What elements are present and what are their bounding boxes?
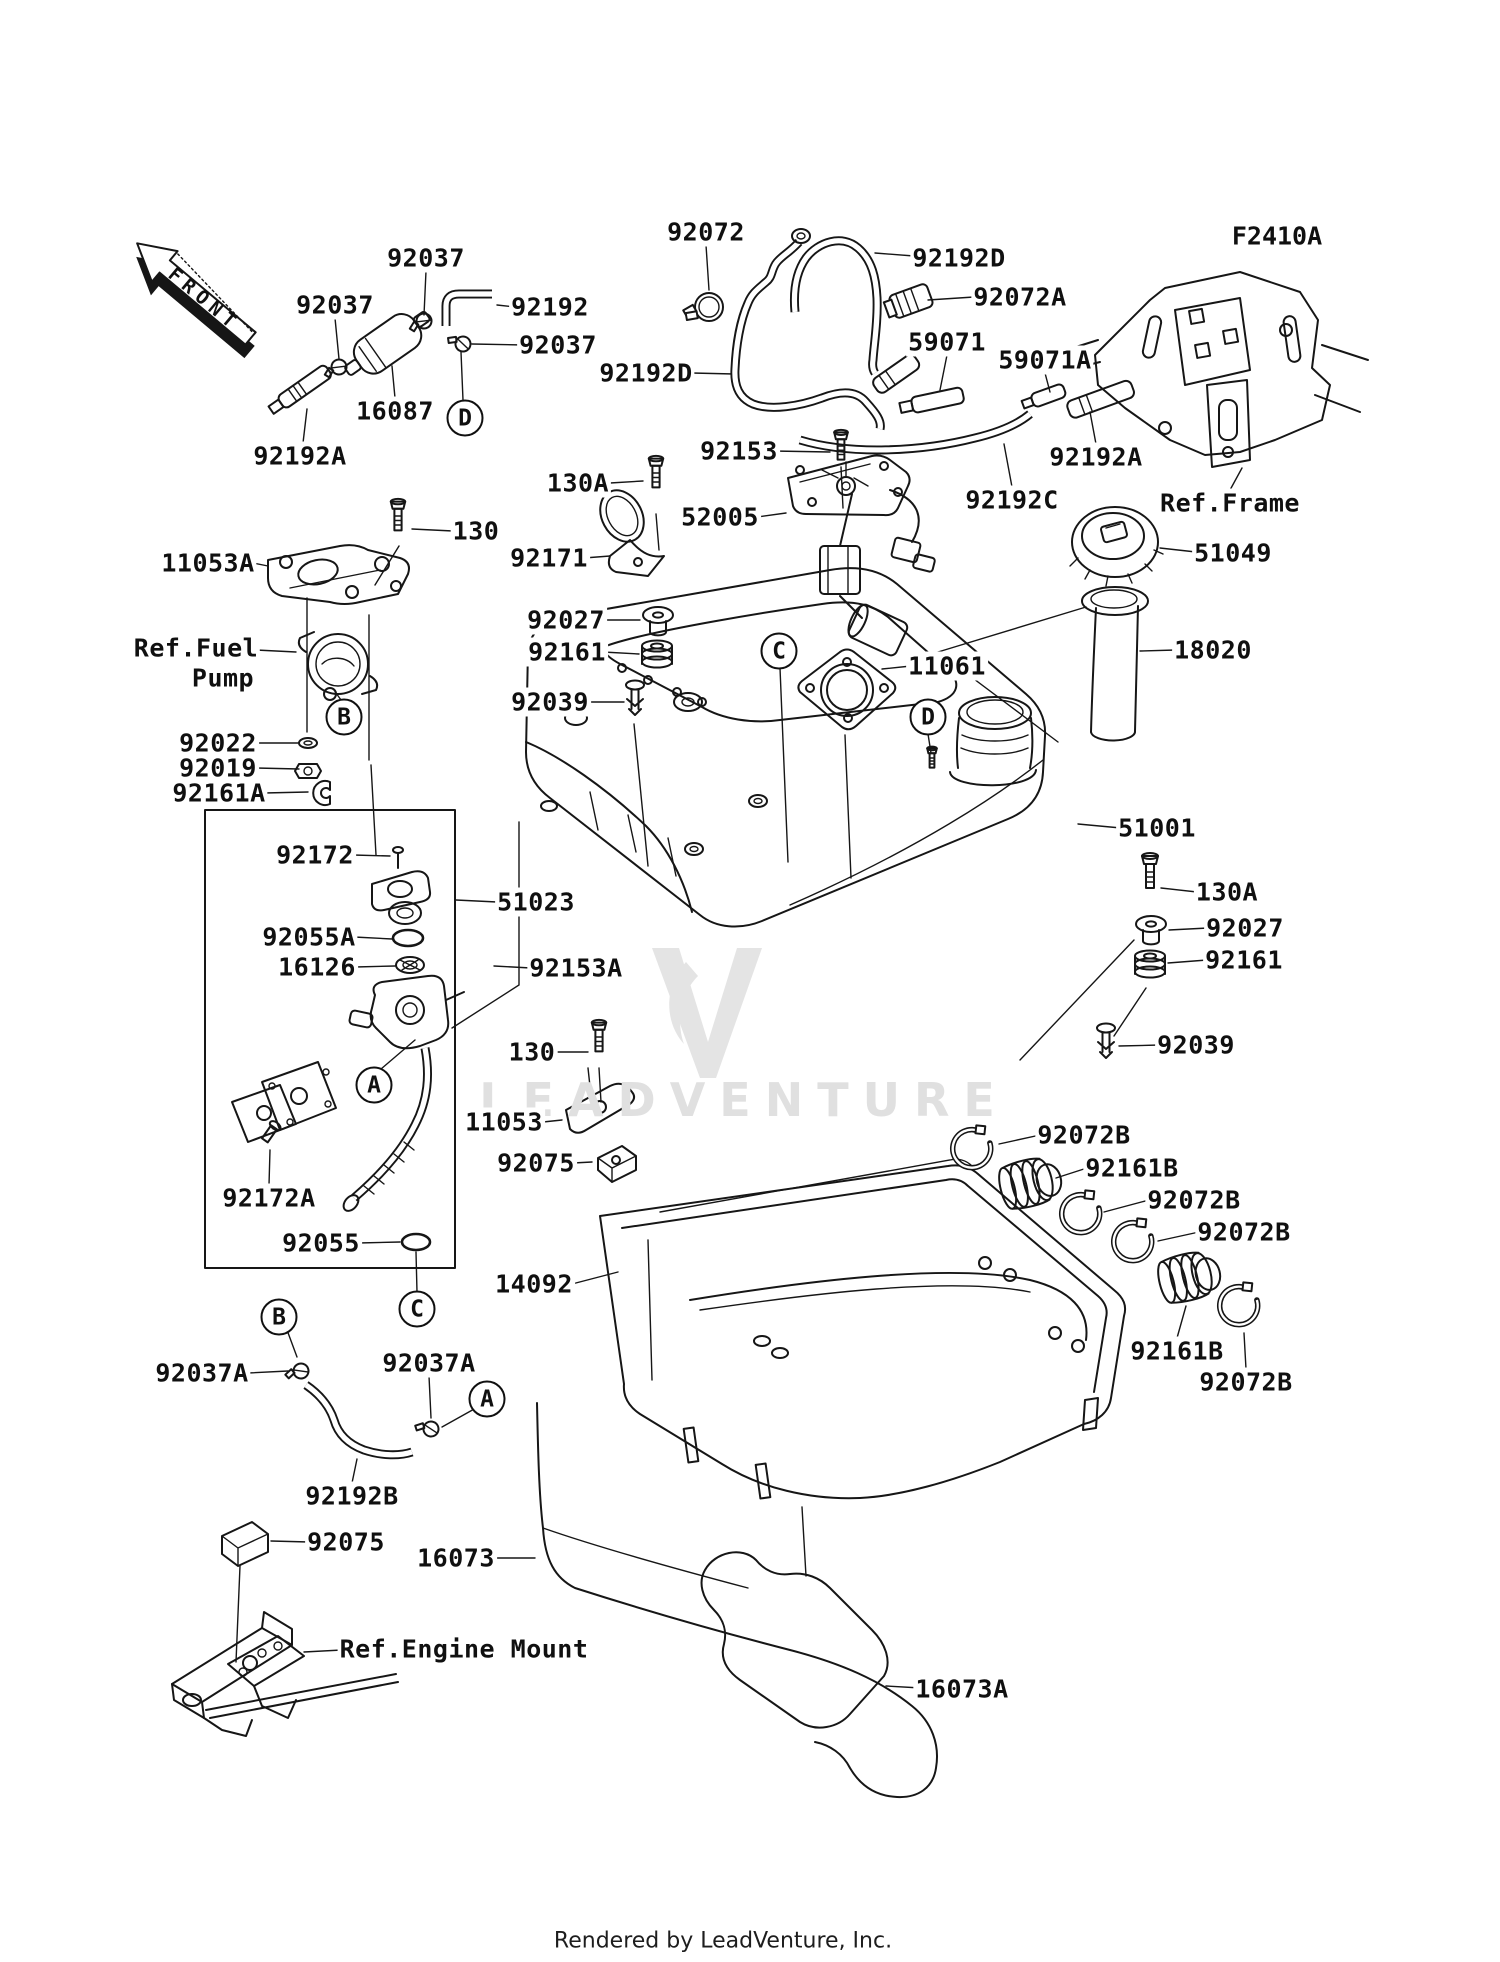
frame-bracket-drawing: [1060, 272, 1368, 467]
breather-hoses-drawing: [683, 229, 1135, 450]
fuel-cap-drawing: [1070, 507, 1163, 586]
part-label-92072b: 92072B: [1197, 1367, 1295, 1397]
part-label-92171: 92171: [508, 543, 590, 573]
part-label-52005: 52005: [679, 502, 761, 532]
part-label-11053: 11053: [463, 1107, 545, 1137]
part-label-130a: 130A: [1193, 877, 1261, 907]
filler-tube-drawing: [1082, 587, 1148, 741]
pump-fasteners-drawing: [295, 738, 330, 805]
part-label-92037: 92037: [294, 290, 376, 320]
callout-circle-d: D: [446, 399, 484, 437]
part-label-92192b: 92192B: [303, 1481, 401, 1511]
part-label-130: 130: [506, 1037, 558, 1067]
fuel-tank-drawing: [526, 568, 1045, 926]
part-label-92022: 92022: [177, 728, 259, 758]
part-label-92075: 92075: [495, 1148, 577, 1178]
callout-circle-d: D: [909, 698, 947, 736]
part-label-pump: Pump: [189, 663, 257, 693]
part-label-92172: 92172: [274, 840, 356, 870]
part-label-92027: 92027: [1204, 913, 1286, 943]
callout-circle-b: B: [325, 698, 363, 736]
part-label-18020: 18020: [1172, 635, 1254, 665]
part-label-92072b: 92072B: [1035, 1120, 1133, 1150]
part-label-92037a: 92037A: [380, 1348, 478, 1378]
part-label-92055a: 92055A: [260, 922, 358, 952]
fuel-filter-drawing: [267, 294, 492, 416]
leader-lines: [236, 245, 1246, 1688]
leadventure-logo-watermark-icon: [652, 948, 762, 1078]
part-label-16073a: 16073A: [913, 1674, 1011, 1704]
part-label-92161b: 92161B: [1083, 1153, 1181, 1183]
callout-circle-a: A: [355, 1066, 393, 1104]
part-label-11053a: 11053A: [159, 548, 257, 578]
figure-code: F2410A: [1231, 221, 1323, 251]
part-label-51049: 51049: [1192, 538, 1274, 568]
engine-mount-drawing: [172, 1612, 398, 1736]
part-label-92055: 92055: [280, 1228, 362, 1258]
watermark-text: LEADVENTURE: [479, 1073, 1009, 1127]
part-label-92019: 92019: [177, 753, 259, 783]
part-label-92192: 92192: [509, 292, 591, 322]
part-label-51001: 51001: [1116, 813, 1198, 843]
wire-guide-drawing: [592, 454, 664, 576]
fuel-sender-drawing: [788, 429, 935, 657]
part-label-92072a: 92072A: [971, 282, 1069, 312]
part-label-92192d: 92192D: [597, 358, 695, 388]
part-label-92192c: 92192C: [963, 485, 1061, 515]
part-label-92161: 92161: [1203, 945, 1285, 975]
part-label-16073: 16073: [415, 1543, 497, 1573]
part-label-92039: 92039: [1155, 1030, 1237, 1060]
part-label-92172a: 92172A: [220, 1183, 318, 1213]
part-label-92072b: 92072B: [1145, 1185, 1243, 1215]
part-label-92153: 92153: [698, 436, 780, 466]
part-label-59071a: 59071A: [996, 345, 1094, 375]
callout-circle-c: C: [398, 1290, 436, 1328]
part-label-130a: 130A: [544, 468, 612, 498]
part-label-14092: 14092: [493, 1269, 575, 1299]
part-label-16126: 16126: [276, 952, 358, 982]
part-label-59071: 59071: [906, 327, 988, 357]
part-label-16087: 16087: [354, 396, 436, 426]
part-label-11061: 11061: [906, 651, 988, 681]
part-label-ref-fuel: Ref.Fuel: [131, 633, 261, 663]
part-label-92161: 92161: [526, 637, 608, 667]
fuel-pump-drawing: [268, 497, 409, 700]
part-label-92192d: 92192D: [910, 243, 1008, 273]
fuel-tap-detail-box: [205, 810, 464, 1268]
part-label-92072: 92072: [665, 217, 747, 247]
part-label-92192a: 92192A: [251, 441, 349, 471]
tank-cover-drawing: [600, 1159, 1125, 1498]
part-label-ref-frame: Ref.Frame: [1158, 488, 1302, 518]
part-label-51023: 51023: [495, 887, 577, 917]
heat-sheet-drawing: [537, 1403, 937, 1797]
part-label-92027: 92027: [525, 605, 607, 635]
tank-gasket-drawing: [798, 650, 895, 730]
callout-circle-c: C: [760, 632, 798, 670]
front-arrow: FRONT: [117, 228, 269, 359]
callout-circle-a: A: [468, 1380, 506, 1418]
part-label-92075: 92075: [305, 1527, 387, 1557]
part-label-130: 130: [450, 516, 502, 546]
tank-mount-fasteners-drawing: [1096, 852, 1167, 1059]
callout-circle-b: B: [260, 1298, 298, 1336]
part-label-92072b: 92072B: [1195, 1217, 1293, 1247]
part-label-92153a: 92153A: [527, 953, 625, 983]
part-label-92037: 92037: [517, 330, 599, 360]
part-label-92161b: 92161B: [1128, 1336, 1226, 1366]
part-label-92037a: 92037A: [153, 1358, 251, 1388]
part-label-92037: 92037: [385, 243, 467, 273]
drain-hose-drawing: [282, 1360, 441, 1455]
part-label-ref-engine-mount: Ref.Engine Mount: [337, 1634, 591, 1664]
part-label-92192a: 92192A: [1047, 442, 1145, 472]
part-label-92161a: 92161A: [170, 778, 268, 808]
part-label-92039: 92039: [509, 687, 591, 717]
tank-bracket-drawing: [222, 1019, 636, 1566]
footer-credit: Rendered by LeadVenture, Inc.: [553, 1928, 893, 1954]
